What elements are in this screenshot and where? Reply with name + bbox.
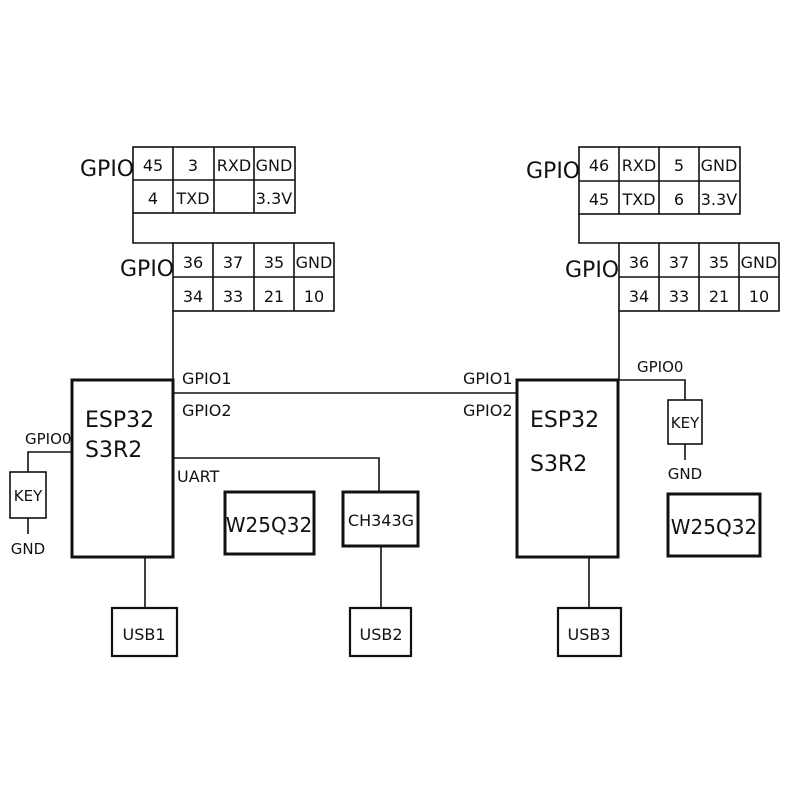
header-b-grid: 36 37 35 GND 34 33 21 10 — [172, 242, 335, 312]
right-mcu-line2: S3R2 — [530, 452, 587, 477]
left-flash-box — [223, 490, 316, 556]
header-c-cell: TXD — [621, 190, 655, 209]
header-b-cell: 21 — [264, 287, 284, 306]
header-d-label: GPIO — [565, 258, 619, 283]
header-c-cell: 5 — [674, 156, 684, 175]
header-a-cell: 3 — [188, 156, 198, 175]
left-key-gnd: GND — [11, 540, 45, 558]
header-a-grid: 45 3 RXD GND 4 TXD 3.3V — [132, 146, 296, 214]
header-c-connector — [578, 214, 619, 244]
left-flash-label: W25Q32 — [226, 513, 312, 537]
header-d-cell: 10 — [749, 287, 769, 306]
left-mcu-box — [70, 378, 175, 559]
right-key-gnd: GND — [668, 465, 702, 483]
left-key-net: GPIO0 — [25, 430, 71, 448]
uart-label: UART — [177, 467, 220, 486]
uart-wire — [173, 457, 380, 492]
right-flash-label: W25Q32 — [671, 515, 757, 539]
header-b-cell: 36 — [183, 253, 203, 272]
header-d-cell: 36 — [629, 253, 649, 272]
header-b-cell: 34 — [183, 287, 203, 306]
header-d-cell: 34 — [629, 287, 649, 306]
header-a-cell: 4 — [148, 189, 158, 208]
header-b-cell: GND — [296, 253, 333, 272]
header-b-label: GPIO — [120, 257, 174, 282]
usb2-label: USB2 — [359, 625, 402, 644]
header-b-cell: 10 — [304, 287, 324, 306]
header-b-cell: 33 — [223, 287, 243, 306]
header-d-cell: 37 — [669, 253, 689, 272]
header-b-cell: 37 — [223, 253, 243, 272]
left-mcu-line2: S3R2 — [85, 438, 142, 463]
usb2-box — [348, 606, 413, 658]
header-a-label: GPIO — [80, 157, 134, 182]
header-a-cell: RXD — [217, 156, 251, 175]
gpio2-left-label: GPIO2 — [182, 401, 232, 420]
left-usb-box — [110, 606, 179, 658]
header-c-cell: 3.3V — [701, 190, 737, 209]
gpio1-left-label: GPIO1 — [182, 369, 232, 388]
header-a-cell: GND — [256, 156, 293, 175]
right-key-wire — [618, 379, 686, 400]
right-key-net: GPIO0 — [637, 358, 683, 376]
header-a-cell: 45 — [143, 156, 163, 175]
left-key-wire — [27, 451, 72, 472]
header-c-label: GPIO — [526, 159, 580, 184]
left-key-label: KEY — [14, 487, 43, 505]
header-d-cell: 21 — [709, 287, 729, 306]
right-key-label: KEY — [671, 414, 700, 432]
right-mcu-box — [515, 378, 620, 559]
header-d-grid: 36 37 35 GND 34 33 21 10 — [618, 242, 780, 312]
header-a-connector — [132, 213, 173, 244]
header-c-cell: 46 — [589, 156, 609, 175]
header-d-cell: 35 — [709, 253, 729, 272]
right-mcu-line1: ESP32 — [530, 408, 599, 433]
header-c-cell: 6 — [674, 190, 684, 209]
left-mcu-line1: ESP32 — [85, 408, 154, 433]
right-usb-label: USB3 — [567, 625, 610, 644]
header-d-cell: 33 — [669, 287, 689, 306]
header-c-cell: GND — [701, 156, 738, 175]
header-a-cell: TXD — [175, 189, 209, 208]
header-b-cell: 35 — [264, 253, 284, 272]
header-a-cell: 3.3V — [256, 189, 292, 208]
left-usb-label: USB1 — [122, 625, 165, 644]
header-c-cell: 45 — [589, 190, 609, 209]
header-d-cell: GND — [741, 253, 778, 272]
header-c-cell: RXD — [622, 156, 656, 175]
right-key-box — [667, 399, 703, 445]
gpio1-right-label: GPIO1 — [463, 369, 513, 388]
right-usb-box — [556, 606, 623, 658]
ch343g-label: CH343G — [348, 511, 414, 530]
gpio2-right-label: GPIO2 — [463, 401, 513, 420]
header-c-grid: 46 RXD 5 GND 45 TXD 6 3.3V — [578, 146, 741, 215]
right-flash-box — [666, 492, 762, 558]
